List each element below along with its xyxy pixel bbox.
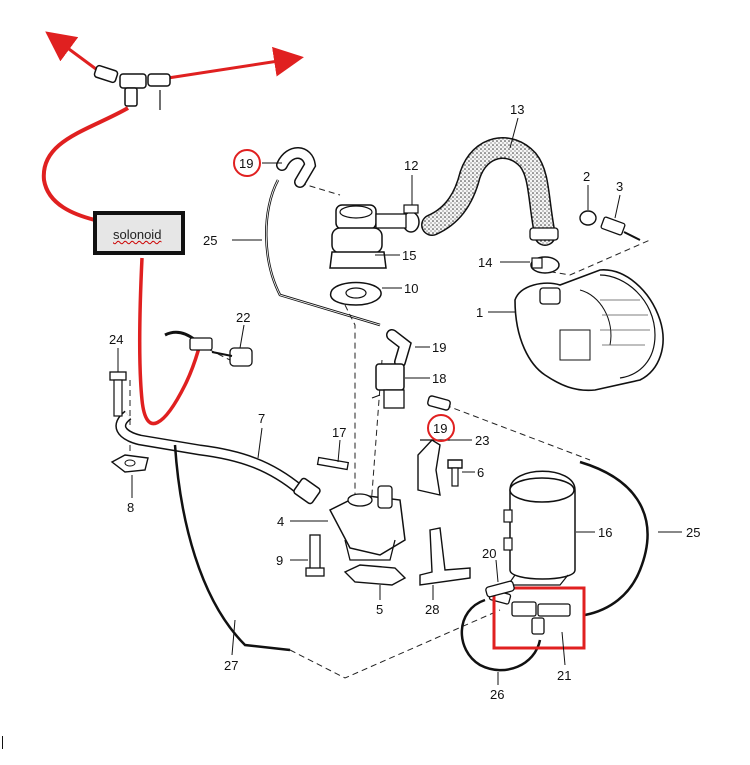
callout-18: 18	[432, 371, 446, 386]
hose-20	[485, 580, 515, 598]
callout-26: 26	[490, 687, 504, 702]
callout-23: 23	[475, 433, 489, 448]
red-solenoid-hose	[137, 257, 202, 426]
callout-22: 22	[236, 310, 250, 325]
callout-8: 8	[127, 500, 134, 515]
callout-2: 2	[583, 169, 590, 184]
callout-21: 21	[557, 668, 571, 683]
bracket-23	[417, 439, 450, 496]
bolt-24	[109, 371, 127, 417]
red-highlight-box	[492, 586, 586, 650]
callout-19-low: 19	[433, 421, 447, 436]
hose-25-right	[579, 460, 649, 617]
callout-15: 15	[402, 248, 416, 263]
callout-labels: 1 2 3 4 5 6 7 8 9 10 12 13 14 15 16 17 1…	[109, 102, 700, 702]
dashed-guides	[129, 182, 651, 679]
callout-25-right: 25	[686, 525, 700, 540]
clamp-14	[530, 256, 560, 274]
callout-28: 28	[425, 602, 439, 617]
valve-4	[328, 485, 406, 561]
part-3	[600, 216, 641, 241]
connector-22	[164, 330, 253, 367]
callout-25-left: 25	[203, 233, 217, 248]
text-cursor	[2, 736, 3, 749]
valve-18	[371, 363, 405, 409]
valve-15	[329, 204, 407, 269]
tee-21	[488, 589, 571, 635]
callout-19-top: 19	[239, 156, 253, 171]
bracket-28	[419, 527, 471, 586]
hose-27	[173, 444, 291, 652]
callout-14: 14	[478, 255, 492, 270]
callout-4: 4	[277, 514, 284, 529]
solenoid-box: solonoid	[93, 211, 185, 255]
callout-10: 10	[404, 281, 418, 296]
callout-19-circle-top	[233, 149, 261, 177]
callout-5: 5	[376, 602, 383, 617]
canister-16	[503, 470, 576, 586]
callout-7: 7	[258, 411, 265, 426]
callout-20: 20	[482, 546, 496, 561]
callout-6: 6	[477, 465, 484, 480]
leader-lines	[117, 117, 682, 685]
callout-12: 12	[404, 158, 418, 173]
callout-27: 27	[224, 658, 238, 673]
solenoid-label: solonoid	[113, 227, 162, 242]
callout-9: 9	[276, 553, 283, 568]
part-2	[579, 210, 597, 226]
callout-13: 13	[510, 102, 524, 117]
screw-6	[447, 459, 463, 487]
callout-19-circle-mid	[427, 414, 455, 442]
callout-17: 17	[332, 425, 346, 440]
callout-24: 24	[109, 332, 123, 347]
hose-26	[460, 598, 542, 672]
bracket-8	[110, 454, 149, 473]
gasket-5	[343, 564, 407, 586]
callout-16: 16	[598, 525, 612, 540]
callout-3: 3	[616, 179, 623, 194]
screw-17	[316, 456, 350, 471]
pipe-7	[115, 410, 321, 505]
hose-19-small	[427, 395, 451, 411]
top-tee-annotation	[41, 31, 304, 222]
screw-9	[305, 534, 325, 577]
air-pump-1	[514, 269, 664, 392]
callout-1: 1	[476, 305, 483, 320]
callout-19-mid: 19	[432, 340, 446, 355]
gasket-10	[329, 281, 382, 306]
